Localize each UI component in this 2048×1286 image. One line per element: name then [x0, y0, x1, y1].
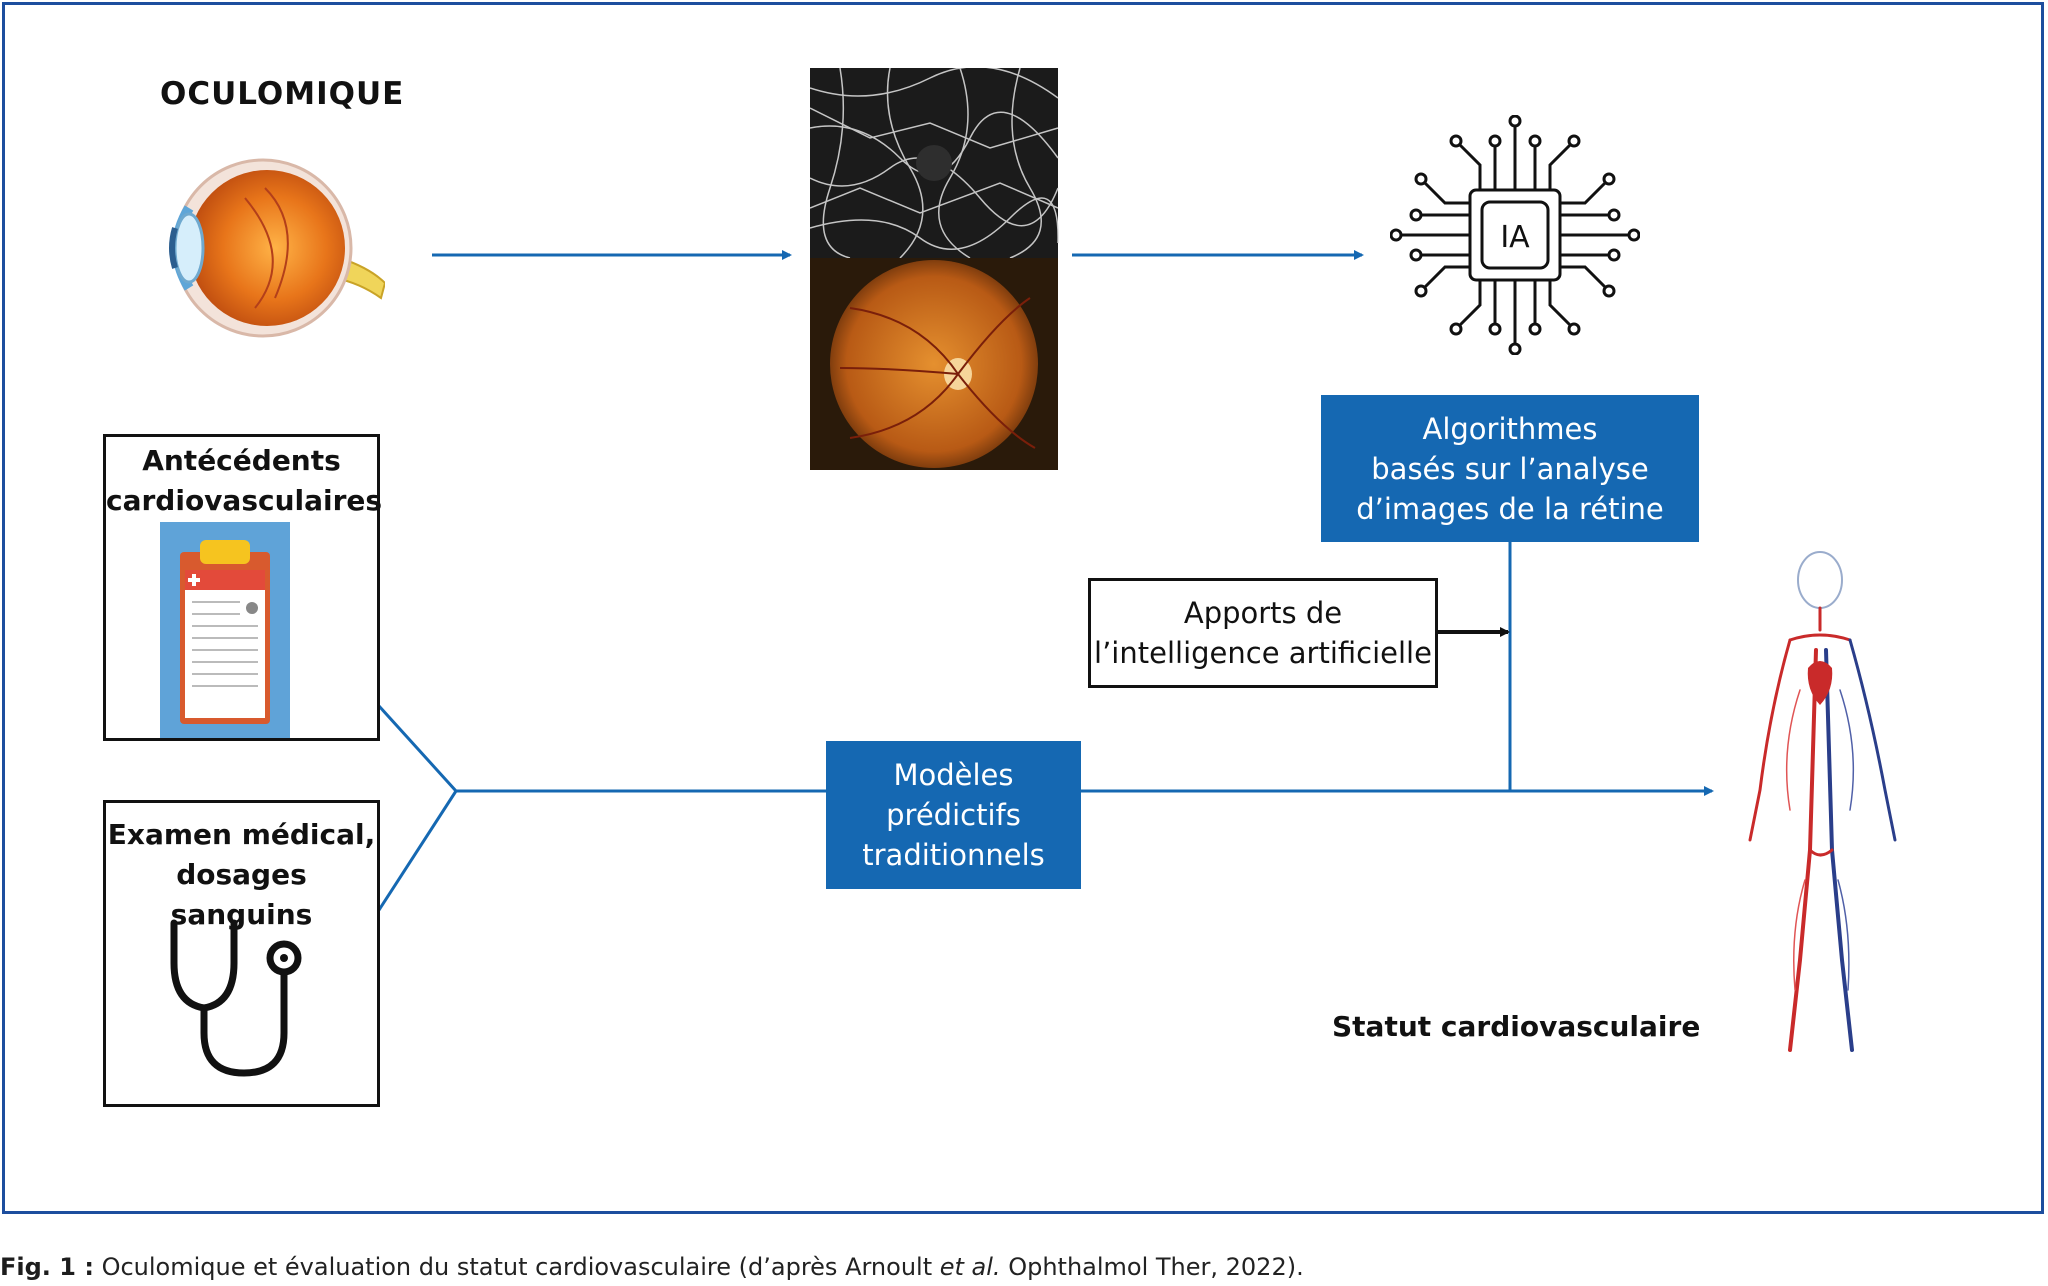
figure-caption: Fig. 1 : Oculomique et évaluation du sta…	[0, 1253, 1304, 1281]
modeles-line3: traditionnels	[862, 838, 1045, 872]
examen-box: Examen médical, dosages sanguins	[103, 800, 380, 1107]
stethoscope-icon	[170, 919, 302, 1077]
eye-anatomy-icon	[169, 158, 385, 338]
caption-text-before: Oculomique et évaluation du statut cardi…	[93, 1253, 940, 1281]
apports-line1: Apports de	[1183, 596, 1343, 630]
ia-label: IA	[1500, 220, 1530, 255]
caption-italic: et al.	[939, 1253, 1001, 1281]
antecedents-box: Antécédents cardiovasculaires	[103, 434, 383, 741]
retina-images	[810, 68, 1059, 470]
algorithmes-line2: basés sur l’analyse	[1371, 451, 1649, 486]
oculomique-title: OCULOMIQUE	[160, 76, 405, 112]
caption-label: Fig. 1 :	[0, 1253, 94, 1281]
caption-text-after: Ophthalmol Ther, 2022).	[1000, 1253, 1304, 1281]
statut-label: Statut cardiovasculaire	[1332, 1010, 1701, 1043]
modeles-line1: Modèles	[893, 758, 1014, 792]
algorithmes-line1: Algorithmes	[1422, 411, 1598, 446]
apports-line2: l’intelligence artificielle	[1094, 636, 1432, 670]
medical-record-clipboard-icon	[160, 522, 290, 738]
apports-box: Apports de l’intelligence artificielle	[1088, 578, 1438, 688]
fundus-photograph-image	[810, 258, 1058, 470]
algorithmes-line3: d’images de la rétine	[1356, 491, 1664, 526]
antecedents-line1: Antécédents	[142, 444, 341, 477]
oct-angiography-image	[810, 68, 1059, 259]
modeles-line2: prédictifs	[886, 798, 1021, 832]
examen-line2: dosages sanguins	[170, 858, 313, 931]
examen-line1: Examen médical,	[107, 818, 376, 851]
ai-chip-icon: IA	[1390, 115, 1640, 355]
merge-lines	[377, 704, 826, 911]
algorithmes-box: Algorithmes basés sur l’analyse d’images…	[1321, 395, 1699, 542]
modeles-box: Modèles prédictifs traditionnels	[826, 741, 1081, 889]
circulatory-system-icon	[1748, 551, 1897, 1052]
antecedents-line2: cardiovasculaires	[106, 484, 383, 517]
figure-frame	[2, 2, 2044, 1214]
